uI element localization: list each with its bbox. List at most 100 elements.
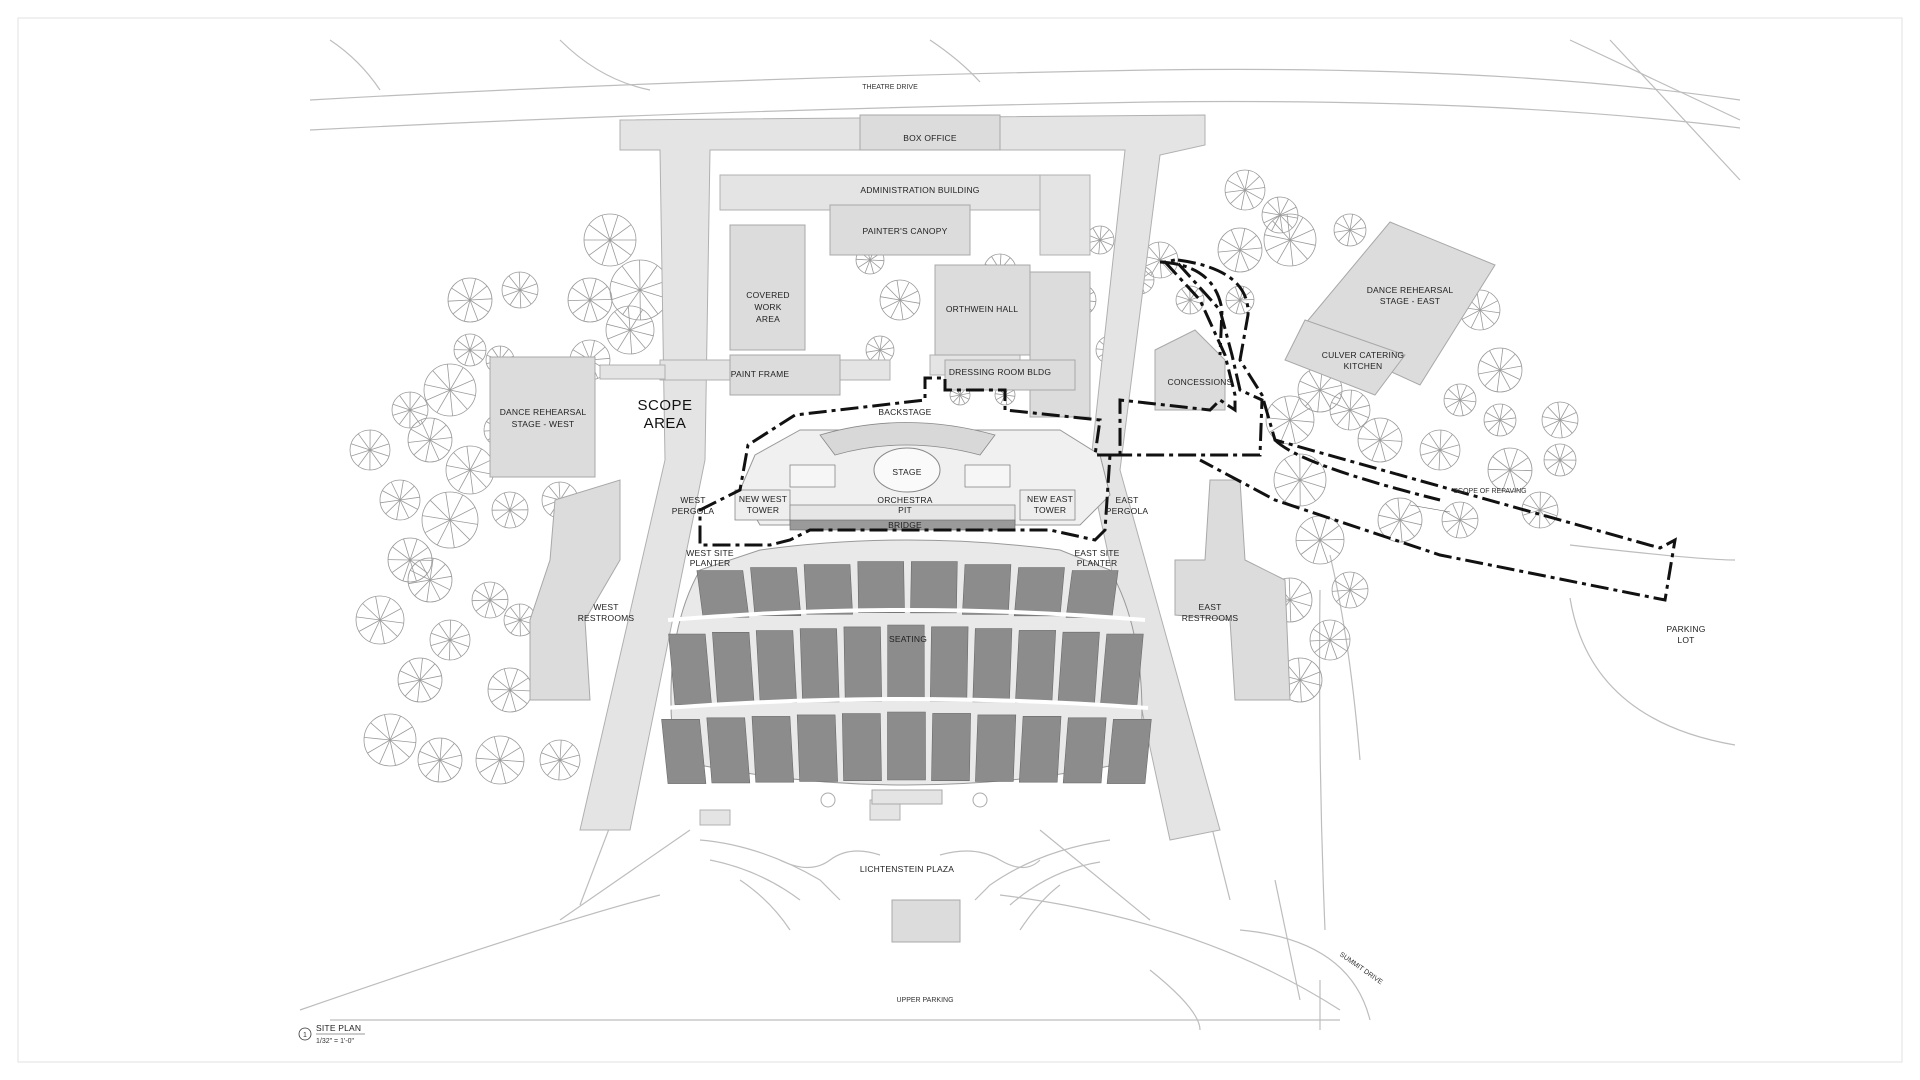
new-east-tower (1019, 489, 1076, 521)
seating-block (755, 630, 797, 703)
tree-symbol (1263, 213, 1317, 267)
label-dance-rehearsal-west-1: DANCE REHEARSAL (500, 407, 587, 417)
label-new-east-tower-2: TOWER (1034, 505, 1066, 515)
seating-block (1057, 631, 1100, 704)
label-west-restrooms-1: WEST (593, 602, 618, 612)
tree-symbol (445, 445, 495, 495)
seating-block (1018, 716, 1062, 783)
label-east-restrooms-1: EAST (1198, 602, 1221, 612)
label-dance-rehearsal-east-2: STAGE - EAST (1380, 296, 1440, 306)
label-east-restrooms-2: RESTROOMS (1182, 613, 1239, 623)
seating-block (1015, 630, 1057, 703)
drawing-scale: 1/32" = 1'-0" (316, 1038, 355, 1045)
tree-symbol (363, 713, 417, 767)
tree-symbol (1225, 285, 1255, 315)
seating-block (1013, 567, 1065, 617)
label-east-pergola-2: PERGOLA (1106, 506, 1149, 516)
tree-symbol (487, 667, 533, 713)
tree-symbol (1309, 619, 1351, 661)
scope-repaving-leader (1409, 504, 1451, 513)
label-west-site-planter-2: PLANTER (690, 558, 731, 568)
label-covered-work-area-1: COVERED (746, 290, 789, 300)
tree-symbol (501, 271, 539, 309)
tree-symbol (879, 279, 921, 321)
seating-block (796, 714, 838, 782)
label-box-office: BOX OFFICE (903, 133, 957, 143)
tree-symbol (1543, 443, 1577, 477)
tree-symbol (1441, 501, 1479, 539)
tree-symbol (1265, 395, 1315, 445)
seating-block (857, 561, 905, 613)
seating-block (712, 632, 755, 704)
drawing-title-block: 1 SITE PLAN 1/32" = 1'-0" (298, 1023, 365, 1045)
tree-symbol (1477, 347, 1523, 393)
label-culver-catering-1: CULVER CATERING (1322, 350, 1405, 360)
seating-block (751, 716, 795, 783)
tree-symbol (1175, 285, 1205, 315)
tree-symbol (1217, 227, 1263, 273)
tree-symbol (471, 581, 509, 619)
label-west-pergola-2: PERGOLA (672, 506, 715, 516)
label-upper-parking: UPPER PARKING (896, 997, 953, 1004)
painters-canopy (829, 204, 971, 256)
tree-symbol (453, 333, 487, 367)
label-east-pergola-1: EAST (1115, 495, 1138, 505)
concessions (1154, 329, 1226, 411)
label-dance-rehearsal-west-2: STAGE - WEST (512, 419, 575, 429)
tree-symbol (605, 305, 655, 355)
label-orchestra-pit-2: PIT (898, 505, 912, 515)
tree-symbol (475, 735, 525, 785)
tree-symbol (865, 335, 895, 365)
tree-symbol (447, 277, 493, 323)
label-stage: STAGE (892, 467, 921, 477)
trees (349, 169, 1579, 785)
plaza-kiosk (891, 899, 961, 943)
label-scope-of-repaving: SCOPE OF REPAVING (1453, 488, 1526, 495)
title-number: 1 (303, 1032, 307, 1039)
tree-symbol (1273, 453, 1327, 507)
tree-symbol (1085, 225, 1115, 255)
label-dance-rehearsal-east-1: DANCE REHEARSAL (1367, 285, 1454, 295)
seating-block (972, 628, 1013, 703)
label-lichtenstein-plaza: LICHTENSTEIN PLAZA (860, 864, 954, 874)
stage-area (734, 422, 1111, 531)
label-new-west-tower-2: TOWER (747, 505, 779, 515)
tree-symbol (407, 557, 453, 603)
tree-symbol (379, 479, 421, 521)
orthwein-hall (934, 264, 1031, 356)
label-west-pergola-1: WEST (680, 495, 705, 505)
roads (299, 39, 1741, 1031)
label-parking-lot-1: PARKING (1666, 624, 1705, 634)
tree-symbol (397, 657, 443, 703)
tree-symbol (1541, 401, 1579, 439)
paint-frame (729, 354, 841, 396)
seating-block (931, 713, 971, 781)
tree-symbol (387, 537, 433, 583)
label-covered-work-area-3: AREA (756, 314, 780, 324)
tree-symbol (539, 739, 581, 781)
tree-symbol (1377, 497, 1423, 543)
seating-block (799, 628, 840, 703)
seating-block (929, 626, 969, 702)
tree-symbol (417, 737, 463, 783)
tree-symbol (1295, 515, 1345, 565)
label-orthwein-hall: ORTHWEIN HALL (946, 304, 1018, 314)
tree-symbol (423, 363, 477, 417)
label-dressing-room-bldg: DRESSING ROOM BLDG (949, 367, 1051, 377)
seating-area (661, 539, 1152, 786)
tree-symbol (1261, 196, 1299, 234)
labels: THEATRE DRIVE BOX OFFICE ADMINISTRATION … (500, 84, 1706, 1004)
seating-block (696, 570, 750, 618)
seating-block (1106, 719, 1152, 784)
tree-symbol (583, 213, 637, 267)
label-backstage: BACKSTAGE (878, 407, 931, 417)
seating-row-dividers (664, 608, 1149, 710)
label-theatre-drive: THEATRE DRIVE (862, 84, 918, 91)
label-west-site-planter-1: WEST SITE (686, 548, 734, 558)
tree-symbol (1329, 389, 1371, 431)
tree-symbol (1331, 571, 1369, 609)
seating-block (750, 567, 802, 616)
tree-symbol (355, 595, 405, 645)
label-bridge: BRIDGE (888, 520, 922, 530)
